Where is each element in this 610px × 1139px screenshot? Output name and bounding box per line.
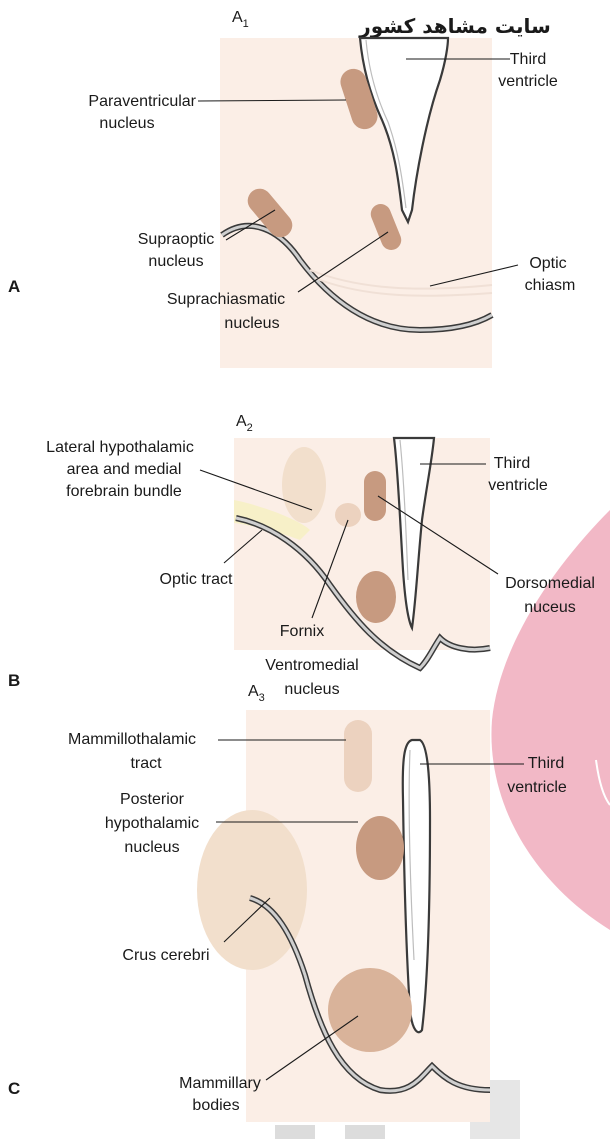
svg-text:area and medial: area and medial: [67, 461, 182, 478]
ventromedial-nucleus: [356, 571, 396, 623]
panel-c-letter: C: [8, 1079, 20, 1098]
panel-b-letter: B: [8, 671, 20, 690]
dorsomedial-nucleus: [364, 471, 386, 521]
watermark-text: سایت مشاهد کشور: [358, 14, 550, 38]
svg-text:ventricle: ventricle: [507, 779, 567, 796]
label-mammillary: Mammillary: [179, 1075, 261, 1092]
label-third-ventricle-b: Third: [494, 455, 530, 472]
label-ventromedial: Ventromedial: [265, 657, 358, 674]
svg-text:nucleus: nucleus: [224, 315, 279, 332]
label-lateral-hypothalamic: Lateral hypothalamic: [46, 439, 194, 456]
posterior-hypothalamic-nucleus: [356, 816, 404, 880]
svg-text:nucleus: nucleus: [284, 681, 339, 698]
panel-a-title: A1: [232, 9, 249, 30]
panel-b: A2 B Lateral hypothalamic area and media…: [8, 413, 595, 698]
svg-text:chiasm: chiasm: [525, 277, 576, 294]
mammillothalamic-tract: [344, 720, 372, 792]
lateral-hypothalamic-area: [282, 447, 326, 523]
label-posterior-hypothalamic: Posterior: [120, 791, 185, 808]
watermark-shape: [491, 510, 610, 930]
label-crus-cerebri: Crus cerebri: [122, 947, 209, 964]
label-paraventricular: Paraventricular: [88, 93, 196, 110]
label-optic-chiasm: Optic: [529, 255, 566, 272]
svg-text:bodies: bodies: [192, 1097, 239, 1114]
svg-text:tract: tract: [130, 755, 162, 772]
svg-text:ventricle: ventricle: [488, 477, 548, 494]
panel-c: A3 C Mammillothalamic tract Posterior hy…: [8, 683, 567, 1122]
label-third-ventricle-a: Third: [510, 51, 546, 68]
panel-c-title: A3: [248, 683, 265, 704]
label-suprachiasmatic: Suprachiasmatic: [167, 291, 285, 308]
crus-cerebri-region: [197, 810, 307, 970]
panel-b-title: A2: [236, 413, 253, 434]
label-optic-tract: Optic tract: [160, 571, 233, 588]
label-dorsomedial: Dorsomedial: [505, 575, 595, 592]
svg-text:nuceus: nuceus: [524, 599, 576, 616]
label-third-ventricle-c: Third: [528, 755, 564, 772]
svg-text:nucleus: nucleus: [148, 253, 203, 270]
label-mammillothalamic: Mammillothalamic: [68, 731, 196, 748]
svg-text:hypothalamic: hypothalamic: [105, 815, 199, 832]
svg-text:nucleus: nucleus: [124, 839, 179, 856]
panel-a: A1 A Paraventricular nucleus Third ventr…: [8, 9, 575, 368]
panel-a-letter: A: [8, 277, 20, 296]
svg-text:ventricle: ventricle: [498, 73, 558, 90]
svg-text:nucleus: nucleus: [99, 115, 154, 132]
fornix: [335, 503, 361, 527]
svg-text:forebrain bundle: forebrain bundle: [66, 483, 182, 500]
mammillary-bodies: [328, 968, 412, 1052]
label-supraoptic: Supraoptic: [138, 231, 215, 248]
label-fornix: Fornix: [280, 623, 324, 640]
